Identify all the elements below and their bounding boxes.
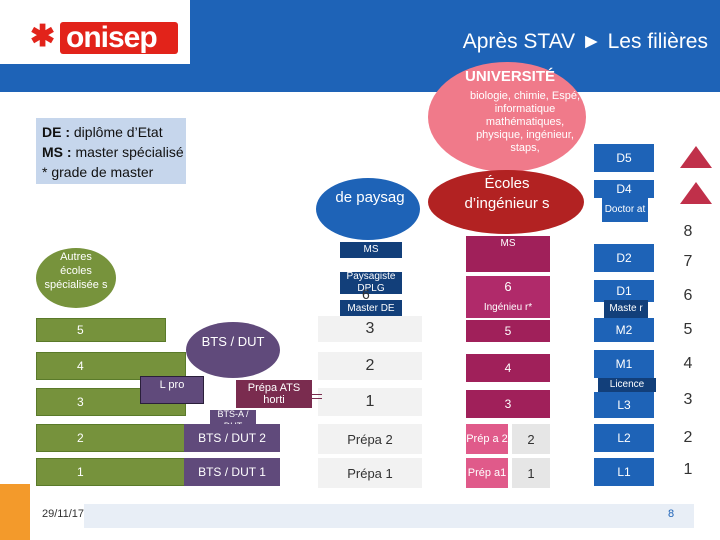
univ-m1: M1	[594, 350, 654, 378]
paysage-prepa-1: Prépa 1	[318, 458, 422, 488]
footer-date: 29/11/17	[42, 508, 85, 520]
universite-title: UNIVERSITÉ	[464, 68, 555, 85]
legend-box	[36, 118, 186, 184]
paysage-level-3: 3	[318, 316, 422, 342]
univ-d5: D5	[594, 144, 654, 172]
onisep-logo-text: onisep	[60, 22, 178, 54]
ingenieur-prepa-2: Prép a 2	[466, 424, 508, 454]
level-3: 3	[683, 391, 693, 408]
paysage-level-2: 2	[318, 352, 422, 380]
paysage-level-1: 1	[318, 388, 422, 416]
footer-page-number: 8	[668, 508, 675, 520]
bts-dut-2: BTS / DUT 2	[184, 424, 280, 452]
ingenieur-ms: MS	[466, 236, 550, 272]
autres-level-5: 5	[36, 318, 166, 342]
paysage-dplg: Paysagiste DPLG	[340, 271, 402, 294]
ingenieur-prepa-1-num: 1	[512, 458, 550, 488]
univ-master: Maste r	[604, 300, 648, 318]
autres-level-2: 2	[36, 424, 186, 452]
ingenieur-six: 6	[466, 276, 550, 298]
ingenieur-prepa-1: Prép a1	[466, 458, 508, 488]
ingenieur-level-3: 3	[466, 390, 550, 418]
paysage-title: de paysag	[335, 189, 405, 206]
lpro-box: L pro	[140, 376, 204, 404]
prepa-ats-box: Prépa ATS horti	[236, 380, 312, 408]
legend-de-text: diplôme d’Etat	[73, 124, 163, 140]
univ-licence: Licence	[598, 378, 656, 392]
univ-l1: L1	[594, 458, 654, 486]
ingenieur-ellipse	[428, 170, 584, 234]
triangle-up-icon	[680, 182, 712, 204]
legend-ms-text: master spécialisé	[75, 144, 184, 160]
ingenieur-level-4: 4	[466, 354, 550, 382]
univ-m2: M2	[594, 318, 654, 342]
bts-dut-1: BTS / DUT 1	[184, 458, 280, 486]
ingenieur-level-5: 5	[466, 320, 550, 342]
level-7: 7	[683, 253, 693, 270]
legend-grade-text: * grade de master	[42, 164, 154, 180]
level-5: 5	[683, 321, 693, 338]
univ-d1: D1	[594, 280, 654, 302]
universite-subjects: biologie, chimie, Espé, informatique mat…	[469, 90, 581, 154]
prepa-ats-connector	[300, 394, 322, 399]
universite-ellipse	[428, 62, 586, 172]
page-title: Après STAV ► Les filières	[462, 30, 708, 53]
paysage-six: 6	[362, 286, 370, 302]
level-6: 6	[683, 287, 693, 304]
level-8: 8	[683, 223, 693, 240]
paysage-ellipse	[316, 178, 420, 240]
legend-ms-abbrev: MS :	[42, 144, 72, 160]
level-1: 1	[683, 461, 693, 478]
autres-ecoles-ellipse	[36, 248, 116, 308]
autres-ecoles-title: Autres écoles spécialisée s	[44, 251, 108, 291]
paysage-master-de: Master DE	[340, 300, 402, 318]
ingenieur-prepa-2-num: 2	[512, 424, 550, 454]
bts-ellipse	[186, 322, 280, 378]
onisep-star-logo: ✱	[30, 20, 56, 53]
univ-d2: D2	[594, 244, 654, 272]
paysage-ms: MS	[340, 242, 402, 258]
triangle-up-icon	[680, 146, 712, 168]
bts-title: BTS / DUT	[201, 334, 265, 349]
paysage-prepa-2: Prépa 2	[318, 424, 422, 454]
ingenieur-diploma: Ingénieu r*	[466, 298, 550, 318]
univ-l2: L2	[594, 424, 654, 452]
footer-bar	[84, 504, 694, 528]
legend-de-abbrev: DE :	[42, 124, 70, 140]
univ-l3: L3	[594, 392, 654, 418]
ingenieur-title: Écoles d’ingénieur s	[464, 175, 550, 212]
footer-accent	[0, 484, 30, 540]
legend-text: DE : diplôme d’Etat MS : master spéciali…	[42, 122, 192, 182]
autres-level-4: 4	[36, 352, 186, 380]
univ-d4: D4	[594, 180, 654, 198]
univ-doctorat: Doctor at	[602, 198, 648, 222]
autres-level-1: 1	[36, 458, 186, 486]
level-2: 2	[683, 429, 693, 446]
level-4: 4	[683, 355, 693, 372]
